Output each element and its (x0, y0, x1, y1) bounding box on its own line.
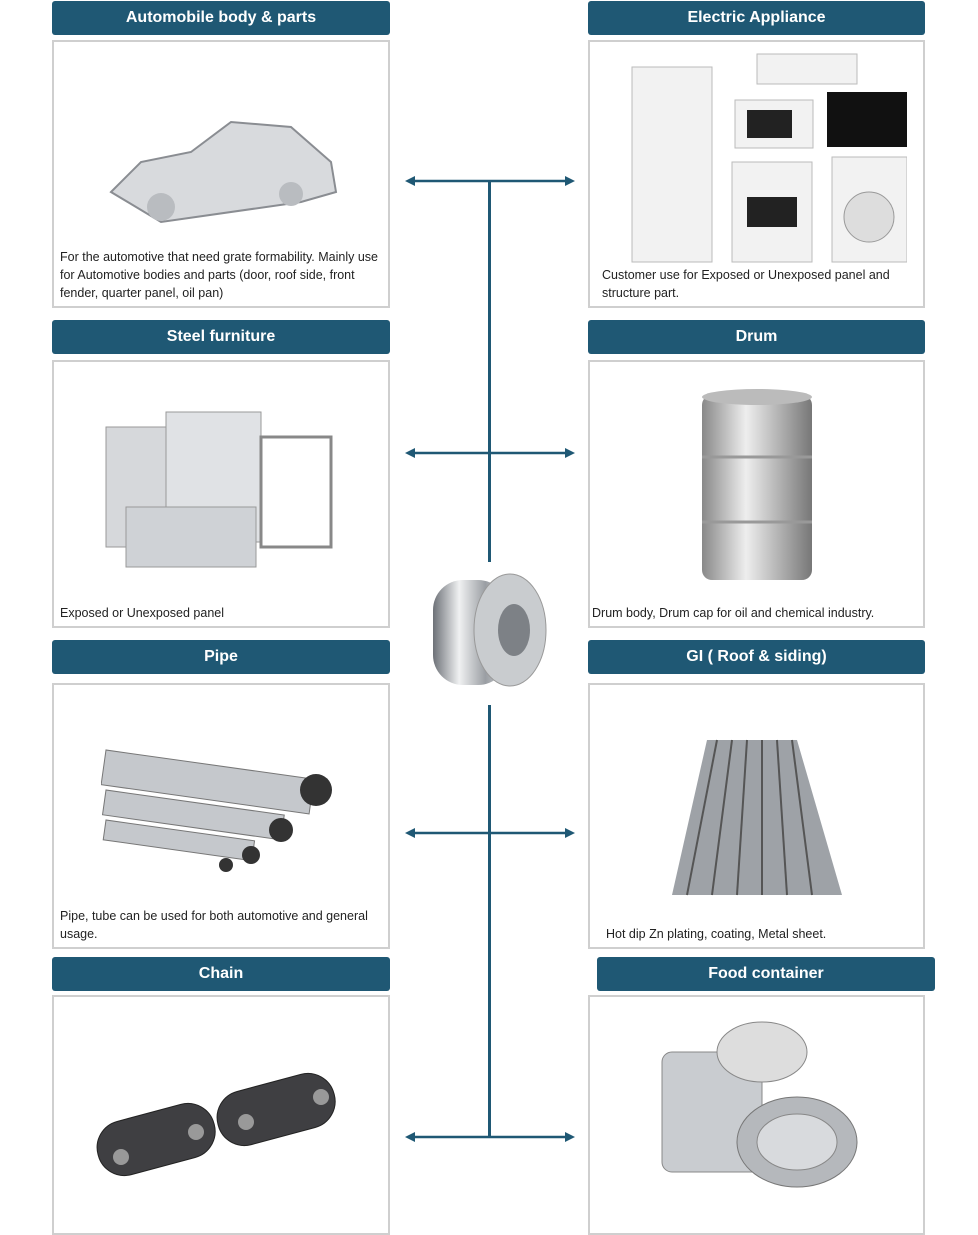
header-electric-appliance: Electric Appliance (588, 1, 925, 35)
header-gi-roof-siding: GI ( Roof & siding) (588, 640, 925, 674)
corrugated-sheet-image (671, 739, 842, 896)
double-arrow-row2 (405, 448, 575, 458)
food-cans-image (661, 1021, 857, 1188)
caption-automobile: For the automotive that need grate forma… (60, 250, 378, 300)
chain-image (96, 1072, 336, 1177)
steel-coil-image (433, 573, 547, 687)
header-food-container: Food container (597, 957, 935, 991)
connector-line-bottom (488, 705, 491, 1138)
double-arrow-row3 (405, 828, 575, 838)
connector-line-top (488, 182, 491, 562)
double-arrow-row1 (405, 176, 575, 186)
double-arrow-row4 (405, 1132, 575, 1142)
car-body-image (109, 120, 338, 224)
header-steel-furniture: Steel furniture (52, 320, 390, 354)
header-pipe: Pipe (52, 640, 390, 674)
card-pipe: Pipe, tube can be used for both automoti… (52, 683, 390, 949)
card-steel-furniture: Exposed or Unexposed panel (52, 360, 390, 628)
card-gi-roof-siding: Hot dip Zn plating, coating, Metal sheet… (588, 683, 925, 949)
appliances-image (631, 53, 907, 263)
furniture-image (105, 411, 333, 568)
caption-gi-roof-siding: Hot dip Zn plating, coating, Metal sheet… (606, 927, 827, 941)
header-chain: Chain (52, 957, 390, 991)
caption-steel-furniture: Exposed or Unexposed panel (60, 606, 225, 620)
caption-drum: Drum body, Drum cap for oil and chemical… (592, 606, 875, 620)
caption-pipe: Pipe, tube can be used for both automoti… (60, 909, 368, 941)
card-food-container (588, 995, 925, 1235)
header-drum: Drum (588, 320, 925, 354)
card-drum: Drum body, Drum cap for oil and chemical… (588, 360, 925, 628)
caption-electric-appliance: Customer use for Exposed or Unexposed pa… (602, 268, 890, 300)
card-automobile: For the automotive that need grate forma… (52, 40, 390, 308)
pipes-image (101, 749, 332, 872)
drum-image (701, 389, 812, 580)
card-chain (52, 995, 390, 1235)
card-electric-appliance: Customer use for Exposed or Unexposed pa… (588, 40, 925, 308)
header-automobile: Automobile body & parts (52, 1, 390, 35)
